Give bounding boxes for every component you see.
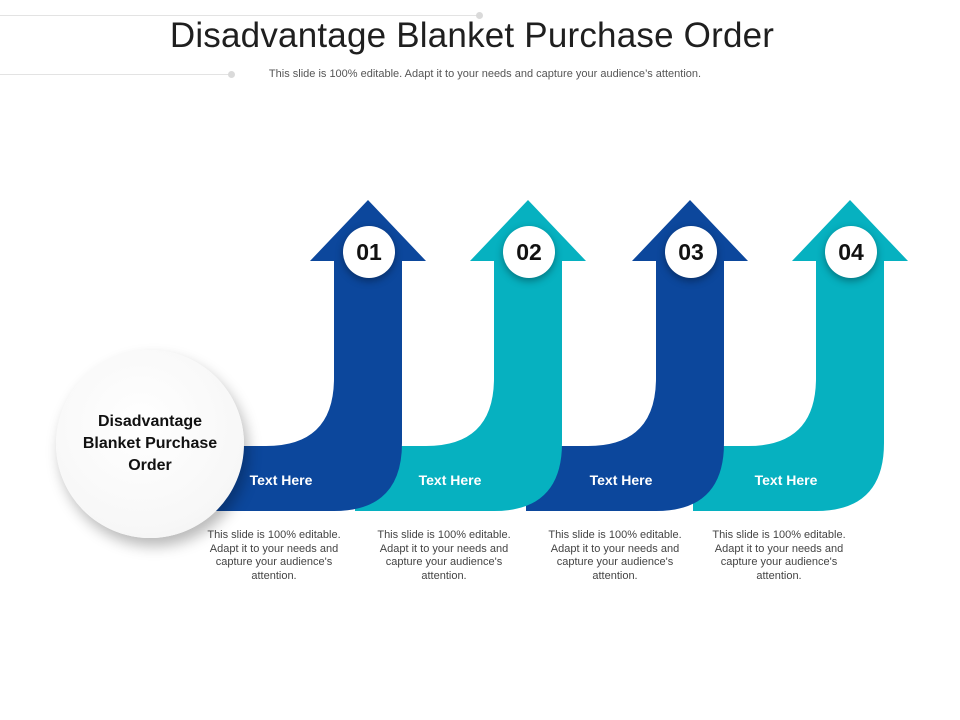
step-label-2: Text Here xyxy=(418,472,482,488)
header-decor-line-bottom xyxy=(0,74,232,75)
step-label-1: Text Here xyxy=(249,472,313,488)
step-label-3: Text Here xyxy=(589,472,653,488)
hub-label: Disadvantage Blanket Purchase Order xyxy=(82,413,218,474)
page-subtitle: This slide is 100% editable. Adapt it to… xyxy=(268,68,702,80)
step-description-2: This slide is 100% editable. Adapt it to… xyxy=(377,529,511,582)
header-decor-dot-bottom xyxy=(228,71,235,78)
step-number-badge-2: 02 xyxy=(503,226,555,278)
step-number-badge-1: 01 xyxy=(343,226,395,278)
hub-circle: Disadvantage Blanket Purchase Order xyxy=(56,350,244,538)
step-description-1: This slide is 100% editable. Adapt it to… xyxy=(207,529,341,582)
header-decor-dot-top xyxy=(476,12,483,19)
step-number-badge-3: 03 xyxy=(665,226,717,278)
page-title: Disadvantage Blanket Purchase Order xyxy=(169,16,775,55)
step-description-3: This slide is 100% editable. Adapt it to… xyxy=(548,529,682,582)
step-number-badge-4: 04 xyxy=(825,226,877,278)
step-label-4: Text Here xyxy=(754,472,818,488)
header-decor-line-top xyxy=(0,15,480,16)
step-description-4: This slide is 100% editable. Adapt it to… xyxy=(712,529,846,582)
